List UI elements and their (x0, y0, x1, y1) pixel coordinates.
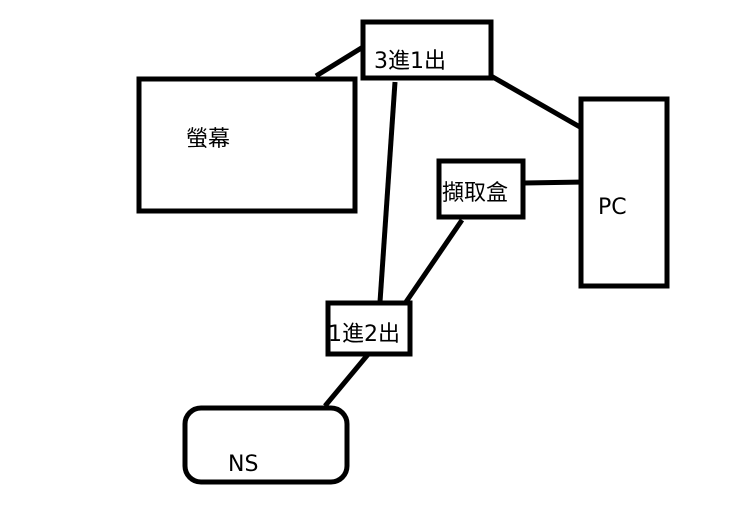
node-pc: PC (578, 96, 670, 289)
edge-switch-pc (489, 73, 582, 130)
node-switch-3to1: 3進1出 (360, 19, 494, 81)
edge-ns-splitter (323, 350, 372, 408)
node-ns-label: NS (228, 452, 258, 477)
node-monitor-label: 螢幕 (186, 127, 230, 152)
edge-monitor-switch (314, 44, 365, 79)
edge-splitter-capture (403, 218, 465, 304)
node-capture-box: 擷取盒 (436, 158, 526, 220)
edge-capture-pc (523, 179, 586, 186)
node-splitter-1to2: 1進2出 (325, 300, 413, 357)
edge-switch-splitter (377, 81, 398, 303)
node-ns: NS (182, 405, 350, 485)
node-capture-box-label: 擷取盒 (442, 181, 508, 206)
node-switch-3to1-label: 3進1出 (374, 49, 446, 74)
node-pc-label: PC (598, 195, 627, 220)
node-splitter-1to2-label: 1進2出 (328, 322, 400, 347)
node-monitor: 螢幕 (136, 76, 358, 214)
